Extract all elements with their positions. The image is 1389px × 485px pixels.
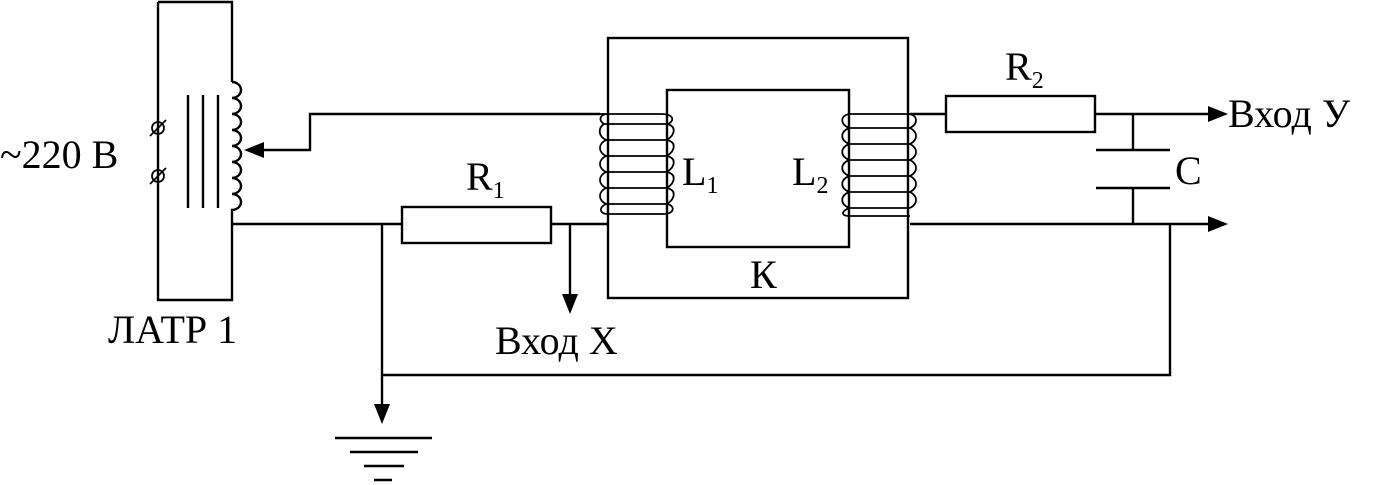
latr-slider-wire: [258, 112, 600, 152]
transformer: [598, 36, 917, 300]
input-x-arrow: [562, 294, 578, 314]
core-label: К: [750, 252, 777, 297]
r1-index: 1: [493, 178, 505, 204]
capacitor-c: [1096, 114, 1170, 224]
autotransformer: [149, 0, 600, 302]
resistor-r1: [400, 205, 553, 245]
capacitor-label: С: [1175, 148, 1202, 193]
l2-label: L2: [792, 149, 828, 199]
latr-coil: [230, 80, 243, 222]
l1-letter: L: [682, 149, 706, 194]
l1-index: 1: [706, 173, 718, 199]
latr-label: ЛАТР 1: [108, 307, 237, 352]
input-y-label: Вход У: [1228, 91, 1351, 136]
latr-top-wire: [158, 0, 234, 82]
output-bottom-arrow: [1208, 216, 1228, 232]
source-terminal: [149, 119, 167, 137]
coil-l1: [598, 113, 675, 215]
resistor-r2: [944, 94, 1097, 134]
ground-arrow: [374, 404, 390, 424]
l2-index: 2: [816, 173, 828, 199]
r1-letter: R: [466, 154, 493, 199]
outer-frame: [606, 36, 910, 300]
r1-label: R1: [466, 154, 505, 204]
r2-index: 2: [1032, 68, 1044, 94]
core-k: [665, 88, 851, 249]
output-y-arrow: [1208, 106, 1228, 122]
source-terminal: [149, 167, 167, 185]
latr-slider-arrow: [244, 142, 264, 158]
wire-return: [382, 224, 1172, 377]
l2-letter: L: [792, 149, 816, 194]
r2-label: R2: [1005, 44, 1044, 94]
latr-left-wire: [156, 2, 234, 302]
coil-l2: [841, 113, 917, 217]
input-x-label: Вход Х: [495, 318, 618, 363]
r2-letter: R: [1005, 44, 1032, 89]
ground-icon: [335, 436, 432, 482]
l1-label: L1: [682, 149, 718, 199]
source-label: ~220 В: [0, 132, 118, 177]
